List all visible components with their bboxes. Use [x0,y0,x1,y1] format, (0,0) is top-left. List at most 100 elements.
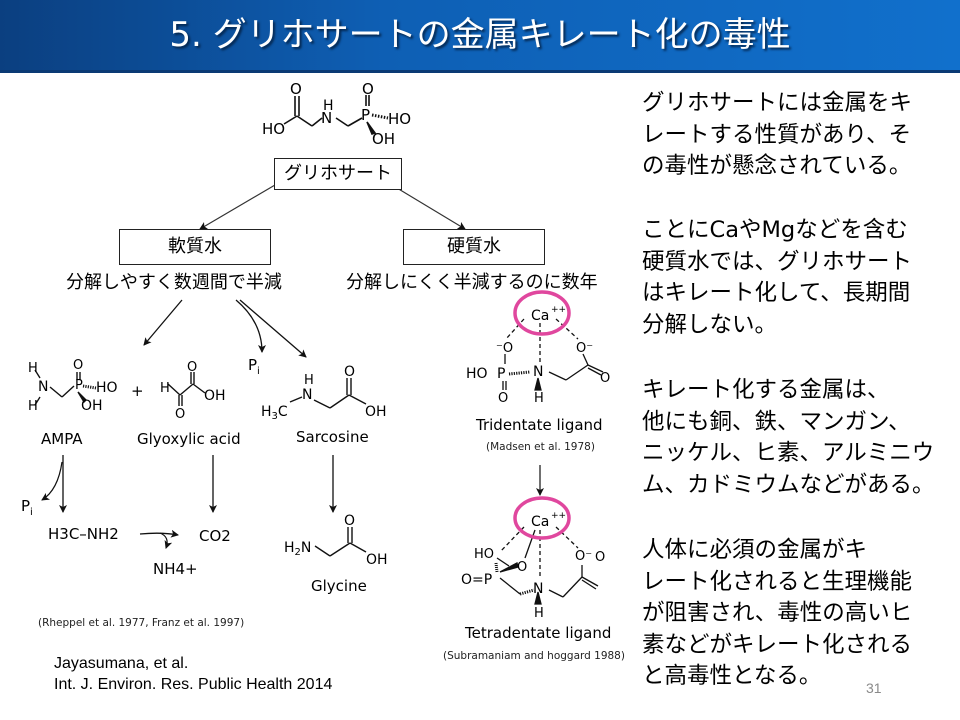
svg-text:P: P [75,378,83,393]
hard-water-note: 分解しにくく半減するのに数年 [346,272,598,293]
svg-text:H: H [304,373,314,388]
text-line: 分解しない。 [642,311,778,338]
reference-line-1: Jayasumana, et al. [54,655,189,672]
reference-line-2: Int. J. Environ. Res. Public Health 2014 [54,676,333,693]
svg-text:O: O [600,371,610,386]
svg-text:H: H [28,399,38,414]
arrow-methylamine-to-co2 [139,529,179,538]
explanation-paragraph-4: 人体に必須の金属がキ レート化されると生理機能 が阻害され、毒性の高いヒ 素など… [642,535,912,693]
arrow-to-hard-water [391,184,466,230]
sarcosine-structure [289,378,367,409]
svg-text:O: O [595,550,605,565]
svg-text:O: O [344,364,355,380]
text-line: が阻害され、毒性の高いヒ [642,600,913,626]
arrow-to-sarcosine [239,299,307,358]
glycine-structure [314,527,367,557]
degradation-citation: (Rheppel et al. 1977, Franz et al. 1997) [38,617,245,629]
page-number: 31 [866,680,882,696]
hard-water-box: 硬質水 [403,229,545,265]
svg-text:N: N [302,387,312,403]
glyph-p-oh: OH [372,130,395,148]
glyph-ho: HO [262,120,285,138]
glyphosate-structure [283,95,389,135]
svg-text:H: H [28,361,38,376]
svg-text:O: O [498,391,508,406]
title-bar [0,0,960,73]
text-line: の毒性が懸念されている。 [642,153,912,179]
svg-text:H: H [534,391,544,406]
svg-text:O: O [175,407,185,422]
tridentate-structure [502,318,604,391]
tridentate-highlight-circle [513,290,571,336]
svg-text:O=P: O=P [461,572,492,588]
tetradentate-label: Tetradentate ligand [465,624,612,642]
text-line: レートする性質があり、そ [642,121,912,148]
ampa-label: AMPA [41,430,83,448]
text-line: と高毒性となる。 [642,663,822,689]
tridentate-citation: (Madsen et al. 1978) [486,441,595,453]
svg-text:P: P [497,366,505,382]
reference: Jayasumana, et al. Int. J. Environ. Res.… [54,653,332,695]
svg-text:H: H [534,606,544,621]
tetradentate-charge: ++ [551,511,566,521]
glyphosate-degradation-diagram: O HO H N O P HO OH H N H O P HO OH H O O… [28,80,610,621]
text-line: はキレート化して、長期間 [642,280,911,306]
glyph-p: P [361,106,370,124]
pi-label-2: Pi [21,497,33,518]
tetradentate-highlight-circle [513,496,571,540]
tridentate-label: Tridentate ligand [476,416,603,434]
glycine-label: Glycine [311,577,367,595]
sarcosine-label: Sarcosine [296,428,369,446]
text-line: ことにCaやMgなどを含む [642,217,908,243]
svg-text:OH: OH [204,388,226,404]
glyphosate-box: グリホサート [274,158,402,190]
arrow-to-pi [235,299,266,353]
text-line: 硬質水では、グリホサート [642,248,913,275]
text-line: ム、カドミウムなどがある。 [642,471,935,498]
tridentate-charge: ++ [551,305,566,315]
text-line: グリホサートには金属をキ [642,90,913,116]
svg-text:⁻O: ⁻O [496,341,513,356]
svg-text:OH: OH [366,552,388,568]
svg-text:O: O [344,513,355,529]
tridentate-ion: Ca [531,308,549,324]
svg-text:O: O [517,560,527,575]
soft-water-note: 分解しやすく数週間で半減 [66,272,282,293]
pi-label-1: Pi [248,356,260,377]
svg-text:N: N [533,581,543,597]
glyph-o1: O [290,80,302,98]
svg-text:OH: OH [365,404,387,420]
arrow-to-nh4 [159,532,173,549]
glyph-p-ho: HO [388,110,411,128]
svg-text:H: H [160,381,170,396]
soft-water-box: 軟質水 [119,229,271,265]
glyph-n: N [321,109,332,127]
arrow-to-ampa [143,299,183,346]
methylamine-label: H3C–NH2 [48,525,119,543]
tetradentate-citation: (Subramaniam and hoggard 1988) [443,650,625,662]
svg-text:OH: OH [81,398,103,414]
svg-text:O⁻: O⁻ [575,549,592,564]
ampa-structure [34,369,97,406]
text-line: ニッケル、ヒ素、アルミニウ [642,440,935,466]
svg-text:N: N [533,364,543,380]
text-line: 人体に必須の金属がキ [642,537,868,563]
explanation-paragraph-2: ことにCaやMgなどを含む 硬質水では、グリホサート はキレート化して、長期間 … [642,215,912,341]
explanation-paragraph-3: キレート化する金属は、 他にも銅、鉄、マンガン、 ニッケル、ヒ素、アルミニウ ム… [642,375,935,501]
svg-text:HO: HO [474,547,494,562]
explanation-paragraph-1: グリホサートには金属をキ レートする性質があり、そ の毒性が懸念されている。 [642,88,912,183]
plus-sign: + [131,382,144,400]
co2-label: CO2 [199,527,231,545]
slide-title: 5. グリホサートの金属キレート化の毒性 [169,15,791,55]
glyoxylic-acid-label: Glyoxylic acid [137,430,241,448]
svg-text:HO: HO [96,380,118,396]
svg-text:O: O [187,360,197,375]
text-line: レート化されると生理機能 [642,568,913,595]
svg-text:H3C: H3C [261,404,288,422]
glyoxylic-acid-structure [167,372,206,406]
svg-text:O: O [73,358,83,373]
svg-text:H2N: H2N [284,540,311,558]
tetradentate-structure [494,526,599,605]
glyph-nh-h: H [323,98,334,114]
arrow-ampa-to-pi [41,461,63,501]
